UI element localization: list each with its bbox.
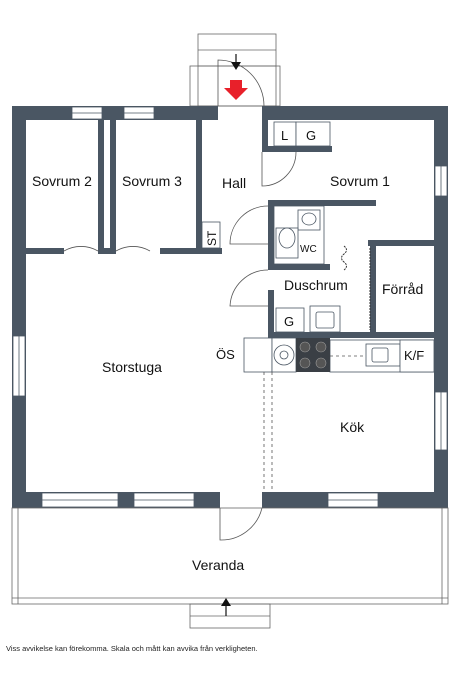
entrance-door-swing bbox=[217, 59, 265, 107]
open-plan-dashed-lines bbox=[263, 355, 366, 492]
room-label-forrad: Förråd bbox=[382, 281, 423, 297]
room-label-duschrum: Duschrum bbox=[284, 277, 348, 293]
room-label-hall: Hall bbox=[222, 175, 246, 191]
exterior-walls bbox=[12, 106, 448, 508]
shower-curtain bbox=[341, 245, 371, 330]
black-arrow-down-icon bbox=[231, 62, 241, 70]
room-label-sovrum2: Sovrum 2 bbox=[32, 173, 92, 189]
closet-units bbox=[201, 121, 331, 249]
windows bbox=[12, 106, 448, 508]
kitchen-counter bbox=[243, 337, 435, 373]
stove bbox=[296, 338, 330, 372]
fixture-label-st: ST bbox=[205, 230, 219, 246]
entrance-arrows bbox=[221, 54, 248, 616]
fixture-label-wc: WC bbox=[300, 244, 317, 255]
wc-fixtures bbox=[273, 205, 325, 265]
interior-doors bbox=[63, 151, 297, 541]
room-label-storstuga: Storstuga bbox=[102, 359, 162, 375]
fixture-label-os: ÖS bbox=[216, 347, 235, 362]
fixture-label-g-bottom: G bbox=[284, 314, 294, 329]
disclaimer-text: Viss avvikelse kan förekomma. Skala och … bbox=[6, 644, 258, 653]
red-entrance-arrow-icon bbox=[224, 80, 248, 100]
room-label-veranda: Veranda bbox=[192, 557, 244, 573]
bathroom-fixtures bbox=[275, 305, 341, 333]
fixture-label-l: L bbox=[281, 128, 288, 143]
room-label-kok: Kök bbox=[340, 419, 365, 435]
fixture-label-g-top: G bbox=[306, 128, 316, 143]
veranda-arrow-up-icon bbox=[221, 598, 231, 606]
interior-walls bbox=[26, 120, 434, 338]
veranda bbox=[11, 507, 449, 629]
room-label-sovrum1: Sovrum 1 bbox=[330, 173, 390, 189]
fixture-label-kf: K/F bbox=[404, 348, 424, 363]
room-label-sovrum3: Sovrum 3 bbox=[122, 173, 182, 189]
